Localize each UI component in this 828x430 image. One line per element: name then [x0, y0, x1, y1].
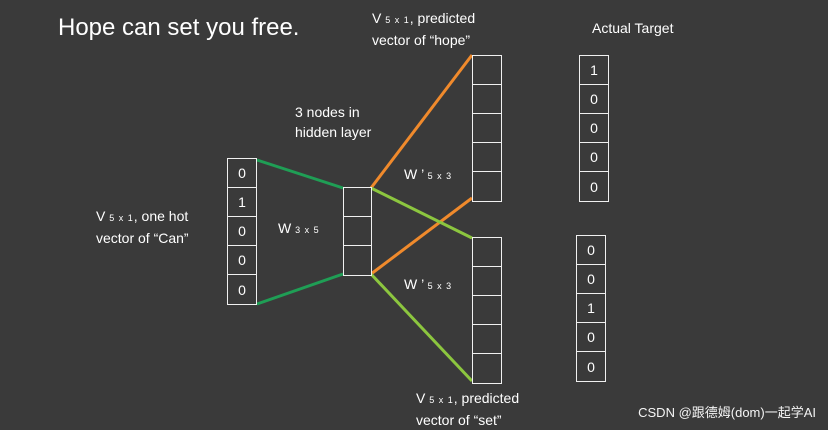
target-cell: 0	[590, 178, 598, 195]
output-set-vector	[472, 237, 502, 384]
output-cell	[473, 56, 501, 85]
input-cell: 1	[228, 188, 256, 217]
output-cell	[473, 172, 501, 201]
target-hope-vector: 1 0 0 0 0	[579, 55, 609, 202]
target-cell: 0	[577, 236, 605, 265]
output-cell	[473, 296, 501, 325]
hidden-node	[344, 217, 371, 246]
output-cell	[473, 354, 501, 383]
w-prime-bottom-label: W ’ 5 x 3	[404, 276, 453, 292]
connector-input-top-to-hidden	[256, 158, 344, 190]
connector-hidden-top-to-set-top	[370, 186, 473, 240]
input-cell: 0	[228, 246, 256, 275]
hidden-layer-vector	[343, 187, 372, 276]
target-cell: 0	[577, 265, 605, 294]
target-cell: 1	[577, 294, 605, 323]
hidden-node	[344, 188, 371, 217]
actual-target-label: Actual Target	[592, 20, 674, 36]
target-cell: 0	[580, 85, 608, 114]
target-cell: 0	[587, 358, 595, 375]
target-cell: 0	[580, 114, 608, 143]
connector-input-bottom-to-hidden	[256, 272, 344, 306]
output-cell	[473, 238, 501, 267]
hope-vector-label: V 5 x 1, predicted vector of “hope”	[372, 10, 476, 48]
output-cell	[473, 325, 501, 354]
w-prime-top-label: W ’ 5 x 3	[404, 166, 453, 182]
set-vector-label: V 5 x 1, predicted vector of “set”	[416, 390, 520, 428]
input-vector-label: V 5 x 1, one hot vector of “Can”	[96, 208, 189, 246]
target-cell: 0	[577, 323, 605, 352]
input-cell: 0	[228, 159, 256, 188]
input-one-hot-vector: 0 1 0 0 0	[227, 158, 257, 305]
diagram-title: Hope can set you free.	[58, 14, 300, 41]
output-cell	[473, 267, 501, 296]
output-cell	[473, 114, 501, 143]
input-cell: 0	[238, 281, 246, 298]
output-cell	[473, 85, 501, 114]
output-cell	[473, 143, 501, 172]
target-cell: 1	[580, 56, 608, 85]
connector-hidden-top-to-hope-top	[369, 54, 474, 189]
target-cell: 0	[580, 143, 608, 172]
connector-hidden-bottom-to-hope-bottom	[370, 196, 473, 276]
w-matrix-label: W 3 x 5	[278, 220, 320, 236]
hidden-layer-label: 3 nodes in hidden layer	[295, 104, 372, 140]
target-set-vector: 0 0 1 0 0	[576, 235, 606, 382]
hidden-node	[344, 246, 371, 275]
watermark: CSDN @跟德姆(dom)一起学AI	[638, 405, 816, 420]
output-hope-vector	[472, 55, 502, 202]
connector-hidden-bottom-to-set-bottom	[369, 272, 474, 383]
input-cell: 0	[228, 217, 256, 246]
